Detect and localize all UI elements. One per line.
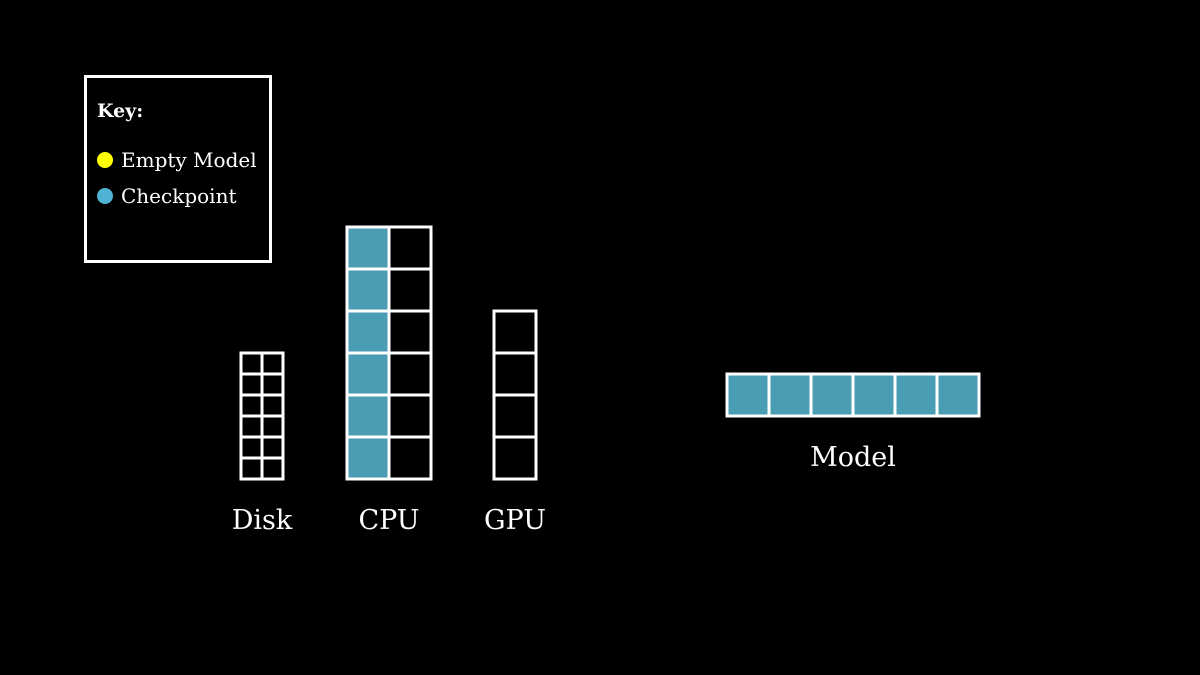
gpu-label: GPU <box>483 505 547 536</box>
cpu-cell-empty <box>387 393 433 439</box>
legend-item-empty-model: Empty Model <box>97 148 257 172</box>
cpu-label: CPU <box>358 505 420 536</box>
legend-label-empty-model: Empty Model <box>121 148 257 172</box>
cpu-cell-checkpoint <box>345 351 391 397</box>
disk-label: Disk <box>231 505 293 536</box>
gpu-memory-grid <box>492 309 538 481</box>
cpu-cell-checkpoint <box>345 309 391 355</box>
gpu-cell-empty <box>492 435 538 481</box>
cpu-cell-checkpoint <box>345 225 391 271</box>
cpu-cell-empty <box>387 351 433 397</box>
model-layer-cell <box>893 372 939 418</box>
cpu-cell-checkpoint <box>345 435 391 481</box>
yellow-dot-icon <box>97 152 113 168</box>
model-layer-cell <box>935 372 981 418</box>
blue-dot-icon <box>97 188 113 204</box>
cpu-cell-empty <box>387 309 433 355</box>
gpu-cell-empty <box>492 351 538 397</box>
cpu-cell-checkpoint <box>345 393 391 439</box>
model-layer-cell <box>767 372 813 418</box>
gpu-cell-empty <box>492 309 538 355</box>
model-layer-cell <box>851 372 897 418</box>
model-label: Model <box>810 442 896 473</box>
cpu-memory-grid <box>345 225 433 481</box>
cpu-cell-empty <box>387 225 433 271</box>
legend-item-checkpoint: Checkpoint <box>97 184 237 208</box>
disk-storage-grid <box>239 351 285 481</box>
cpu-cell-checkpoint <box>345 267 391 313</box>
model-layer-cell <box>809 372 855 418</box>
legend-box: Key: Empty Model Checkpoint <box>84 75 272 263</box>
model-layer-cell <box>725 372 771 418</box>
gpu-cell-empty <box>492 393 538 439</box>
cpu-cell-empty <box>387 435 433 481</box>
legend-label-checkpoint: Checkpoint <box>121 184 237 208</box>
model-layers-row <box>725 372 981 418</box>
cpu-cell-empty <box>387 267 433 313</box>
legend-title: Key: <box>97 100 144 122</box>
